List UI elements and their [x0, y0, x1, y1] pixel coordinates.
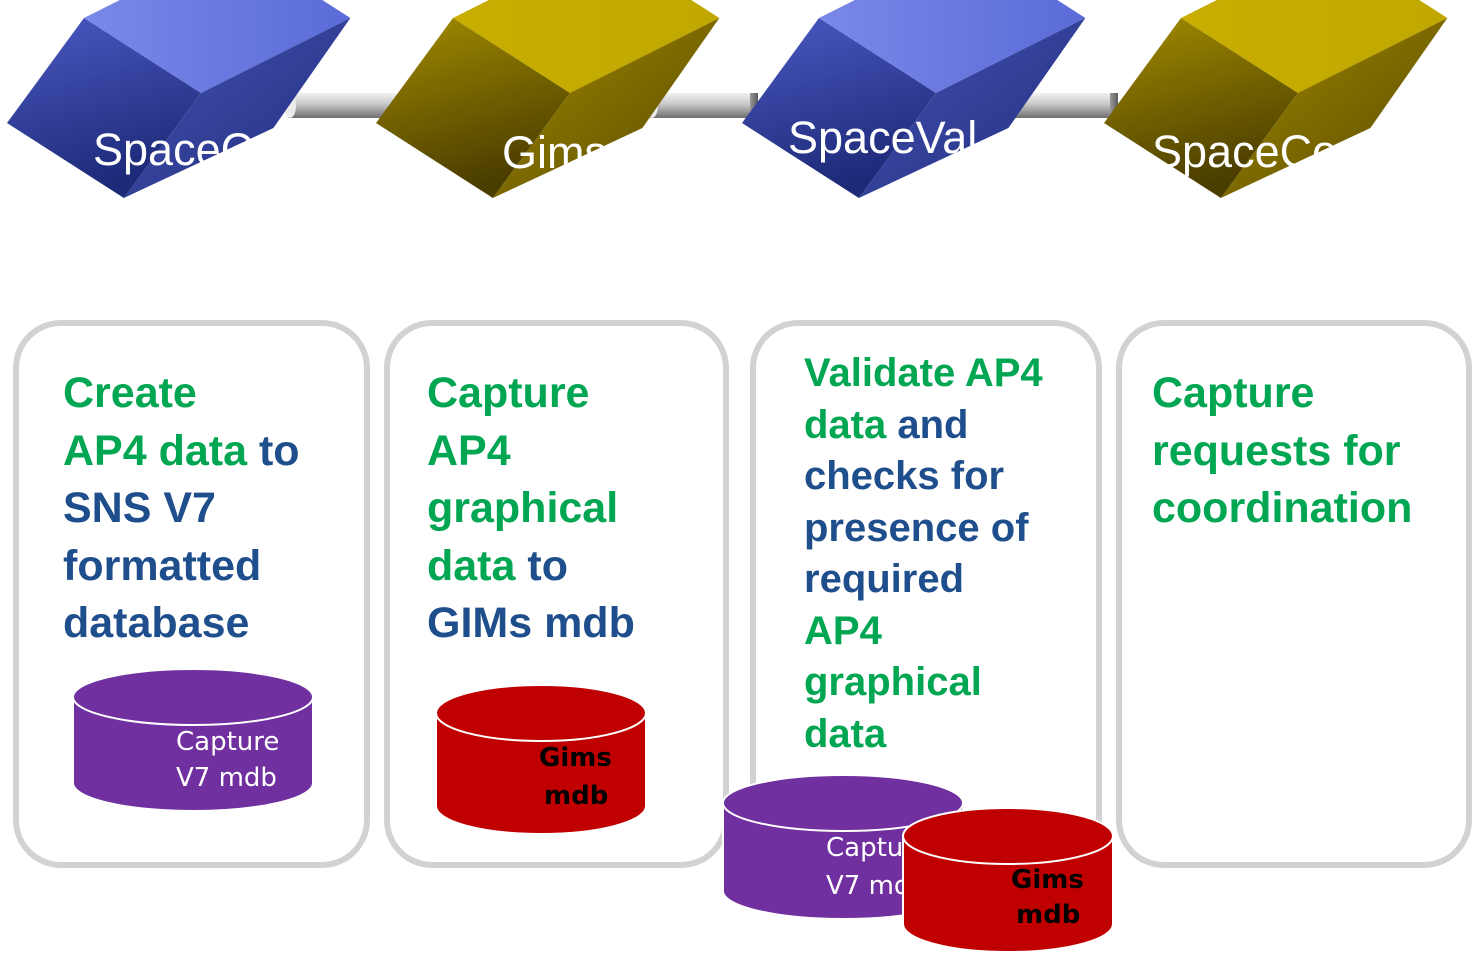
description-segment: GIMs mdb — [427, 599, 635, 647]
description-segment: to — [247, 426, 300, 475]
description-segment: Capture — [1152, 369, 1315, 417]
description-segment: AP4 data — [63, 426, 248, 475]
description-line: graphical — [804, 657, 1043, 709]
description-line: Create — [63, 365, 300, 423]
spacecom-description-card — [1116, 320, 1472, 868]
spacecap-block — [7, 0, 351, 198]
description-segment: required — [804, 557, 965, 601]
spacecom-block — [1104, 0, 1448, 198]
description-line: SNS V7 — [63, 480, 300, 538]
description-segment: coordination — [1152, 484, 1413, 532]
description-line: Capture — [1152, 365, 1412, 423]
description-segment: graphical — [427, 484, 619, 532]
description-line: Validate AP4 — [804, 348, 1043, 400]
description-line: data and — [804, 400, 1043, 452]
description-line: Capture — [427, 365, 635, 423]
description-segment: formatted — [63, 541, 262, 590]
description-line: required — [804, 554, 1043, 606]
capture-v7-mdb-database — [72, 668, 314, 812]
description-line: AP4 — [427, 423, 635, 481]
description-line: coordination — [1152, 480, 1412, 538]
description-segment: presence of — [804, 505, 1029, 550]
description-segment: AP4 — [427, 426, 511, 475]
description-segment: database — [63, 599, 250, 647]
description-segment: and — [886, 402, 969, 447]
description-segment: data — [804, 402, 887, 447]
description-line: data — [804, 709, 1043, 761]
spacecom-description: Capture requests for coordination — [1152, 365, 1412, 538]
gims-block — [376, 0, 720, 198]
description-line: AP4 — [804, 606, 1043, 658]
description-segment: to — [515, 541, 568, 590]
description-segment: Create — [63, 369, 197, 417]
spaceval-gims-mdb-database — [902, 807, 1114, 953]
description-line: GIMs mdb — [427, 595, 635, 653]
description-segment: Capture — [427, 369, 590, 417]
description-segment: data — [427, 541, 516, 590]
description-line: presence of — [804, 503, 1043, 555]
description-line: data to — [427, 538, 635, 596]
description-line: requests for — [1152, 423, 1412, 481]
description-line: graphical — [427, 480, 635, 538]
description-line: formatted — [63, 538, 300, 596]
description-segment: Validate AP4 — [804, 351, 1043, 395]
description-segment: requests for — [1152, 426, 1401, 475]
description-segment: data — [804, 711, 887, 756]
description-line: AP4 data to — [63, 423, 300, 481]
spaceval-block — [742, 0, 1086, 198]
gims-mdb-database — [435, 684, 647, 835]
description-segment: checks for — [804, 454, 1005, 498]
description-segment: SNS V7 — [63, 484, 216, 532]
description-line: checks for — [804, 451, 1043, 503]
description-segment: graphical — [804, 660, 982, 704]
description-line: database — [63, 595, 300, 653]
description-segment: AP4 — [804, 608, 882, 653]
